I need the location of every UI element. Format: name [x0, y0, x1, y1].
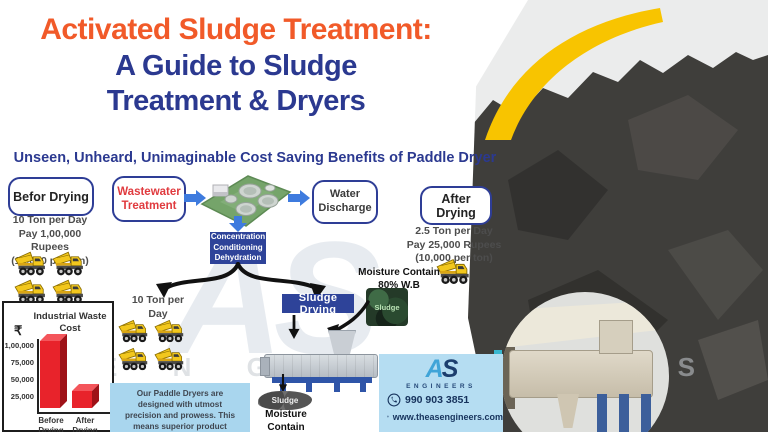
- subtitle: Unseen, Unheard, Unimaginable Cost Savin…: [13, 150, 497, 166]
- moisture-out-label: Moisture Contain 20% W.B: [265, 409, 307, 432]
- dryer-leg: [306, 382, 312, 392]
- wastewater-treatment-box: Wastewater Treatment: [112, 176, 186, 222]
- wet-sludge-image: Sludge: [366, 288, 408, 326]
- moisture-in-label: Moisture Contain 80% W.B: [358, 267, 440, 291]
- bar-after-drying: [72, 391, 92, 408]
- dried-sludge-tag: Sludge: [271, 396, 299, 405]
- dump-truck-icon: [118, 318, 152, 344]
- as-logo: AS: [379, 357, 503, 382]
- flow-arrow-down-icon: [229, 216, 247, 232]
- chart-title: Industrial Waste Cost: [33, 311, 107, 335]
- water-discharge-box: Water Discharge: [312, 180, 378, 224]
- branch-arrows: [156, 262, 326, 300]
- dryer-leg: [334, 382, 340, 392]
- logo-letter-s: S: [441, 355, 459, 383]
- dryer-base: [272, 377, 372, 383]
- down-arrow-icon: [278, 374, 288, 392]
- rupee-symbol: ₹: [14, 323, 23, 338]
- dried-sludge-image: Sludge: [258, 391, 312, 410]
- paddle-dryer-illustration: [260, 330, 382, 392]
- page-title: Activated Sludge Treatment: A Guide to S…: [0, 12, 472, 119]
- phone-icon: [387, 393, 401, 407]
- dryer-hopper: [599, 320, 633, 354]
- yellow-swoosh-decoration: [455, 0, 670, 150]
- before-drying-box: Befor Drying: [8, 177, 94, 216]
- title-line-1: Activated Sludge Treatment:: [40, 13, 432, 46]
- dryer-leg: [360, 382, 366, 392]
- y-tick-label: 25,000: [10, 392, 34, 401]
- globe-icon: [387, 415, 389, 418]
- dryer-leg: [597, 394, 607, 432]
- dryer-body: [509, 350, 653, 398]
- y-axis: [37, 339, 39, 414]
- bar-before-drying: [40, 341, 60, 408]
- title-line-2: A Guide to Sludge: [115, 49, 357, 82]
- dump-truck-icon: [52, 250, 88, 277]
- dryer-leg: [619, 394, 629, 432]
- phone-number[interactable]: 990 903 3851: [405, 394, 470, 406]
- after-drying-detail: 2.5 Ton per Day Pay 25,000 Rupees (10,00…: [406, 225, 502, 265]
- x-axis: [37, 412, 111, 414]
- y-tick-label: 75,000: [10, 358, 34, 367]
- sludge-drying-box: Sludge Drying: [282, 292, 354, 316]
- logo-letter-a: A: [425, 355, 444, 383]
- y-tick-label: 50,000: [10, 375, 34, 384]
- dump-truck-icon: [118, 346, 152, 372]
- website-url[interactable]: www.theasengineers.com: [392, 411, 503, 422]
- x-category-label: After Drying: [72, 416, 98, 432]
- ten-ton-label: 10 Ton per Day: [131, 294, 185, 320]
- dryer-endcap: [260, 357, 270, 376]
- dump-truck-icon: [14, 250, 50, 277]
- brand-panel: AS ENGINEERS 990 903 3851 www.theasengin…: [379, 354, 503, 432]
- dump-truck-icon: [154, 318, 188, 344]
- treatment-plant-graphic: [200, 168, 292, 237]
- brand-name: ENGINEERS: [406, 383, 476, 390]
- dump-truck-icon: [154, 346, 188, 372]
- process-steps-box: Concentration Conditioning Dehydration: [210, 232, 266, 264]
- dryer-chute: [557, 394, 579, 428]
- x-category-label: Before Drying: [38, 416, 64, 432]
- before-drying-detail: 10 Ton per Day Pay 1,00,000 Rupees (10,0…: [11, 214, 89, 267]
- dryer-leg: [641, 394, 651, 432]
- process-steps-label: Concentration Conditioning Dehydration: [210, 232, 266, 263]
- wet-sludge-tag: Sludge: [374, 302, 400, 312]
- industrial-waste-cost-chart: ₹ Industrial Waste Cost 1,00,000 75,000 …: [2, 301, 114, 432]
- title-line-3: Treatment & Dryers: [106, 84, 366, 117]
- after-drying-box: After Drying: [420, 186, 492, 225]
- y-tick-label: 1,00,000: [4, 341, 34, 350]
- flow-arrow-right-icon: [288, 190, 310, 206]
- paddle-dryer-photo: [501, 292, 669, 432]
- dryer-hopper: [328, 330, 356, 357]
- promo-text-panel: Our Paddle Dryers are designed with utmo…: [110, 383, 250, 432]
